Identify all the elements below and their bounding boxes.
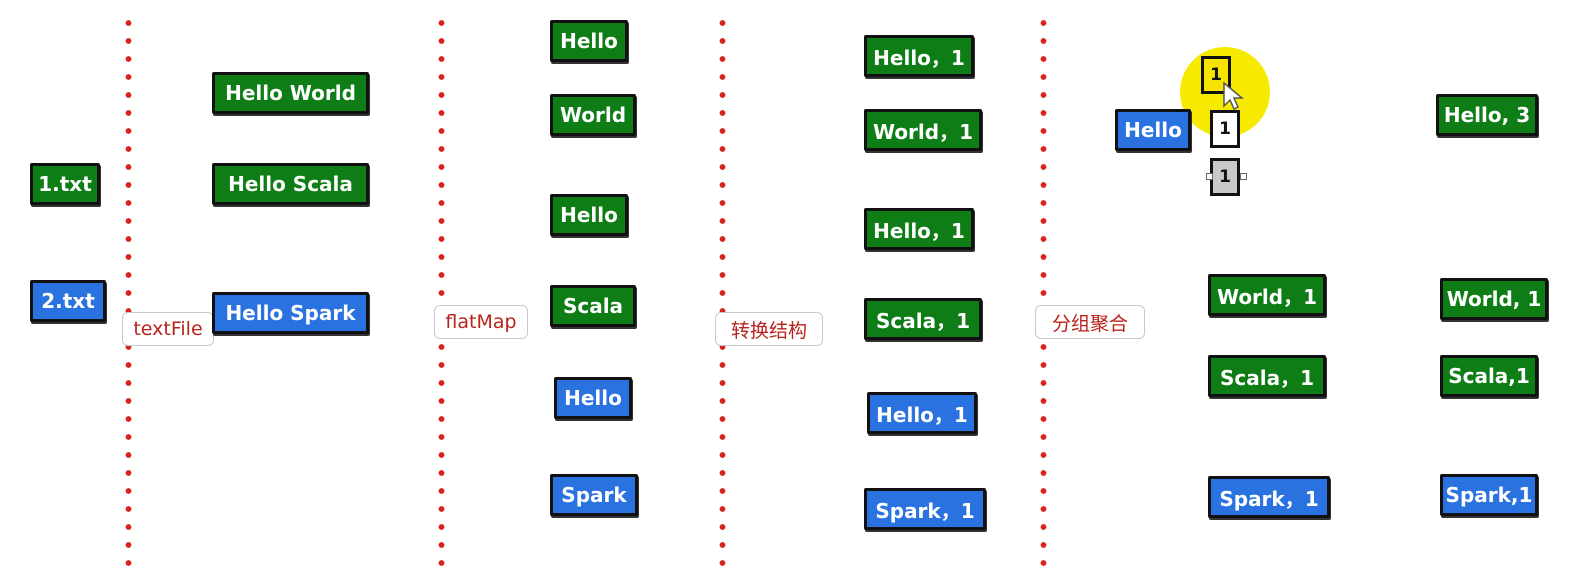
word-node: World — [550, 94, 636, 136]
operation-label-transform: 转换结构 — [715, 312, 823, 346]
stage-separator-3 — [719, 14, 726, 576]
resize-handle[interactable] — [1240, 173, 1247, 180]
word-node: Scala — [550, 285, 636, 327]
word-node: Hello — [554, 377, 632, 419]
grouped-pair-node: Spark，1 — [1208, 476, 1330, 518]
pair-node: Scala，1 — [864, 298, 982, 340]
line-node: Hello Scala — [212, 163, 369, 205]
grouped-pair-node: World，1 — [1208, 274, 1326, 316]
pair-node: Hello，1 — [864, 208, 974, 250]
line-node: Hello World — [212, 72, 369, 114]
group-key-node: Hello — [1115, 109, 1191, 151]
group-value-chip-selected[interactable]: 1 — [1210, 158, 1240, 196]
stage-separator-4 — [1040, 14, 1047, 576]
mouse-pointer-icon — [1223, 82, 1244, 111]
group-value-chip: 1 — [1210, 110, 1240, 148]
pair-node: Spark，1 — [864, 488, 986, 530]
result-node: Scala,1 — [1440, 355, 1538, 397]
grouped-pair-node: Scala，1 — [1208, 355, 1326, 397]
file-node-2: 2.txt — [30, 280, 106, 322]
pair-node: Hello，1 — [867, 392, 977, 434]
pair-node: World，1 — [864, 109, 982, 151]
pair-node: Hello，1 — [864, 35, 974, 77]
stage-separator-2 — [438, 14, 445, 576]
result-node: Spark,1 — [1440, 474, 1538, 516]
word-node: Spark — [550, 474, 638, 516]
result-node: World, 1 — [1440, 278, 1548, 320]
word-node: Hello — [550, 20, 628, 62]
line-node: Hello Spark — [212, 292, 369, 334]
file-node-1: 1.txt — [30, 163, 100, 205]
resize-handle[interactable] — [1206, 173, 1213, 180]
result-node: Hello, 3 — [1436, 94, 1538, 136]
word-node: Hello — [550, 194, 628, 236]
operation-label-textfile: textFile — [122, 312, 214, 346]
operation-label-flatmap: flatMap — [434, 305, 528, 339]
stage-separator-1 — [125, 14, 132, 576]
operation-label-group-aggregate: 分组聚合 — [1035, 305, 1145, 339]
